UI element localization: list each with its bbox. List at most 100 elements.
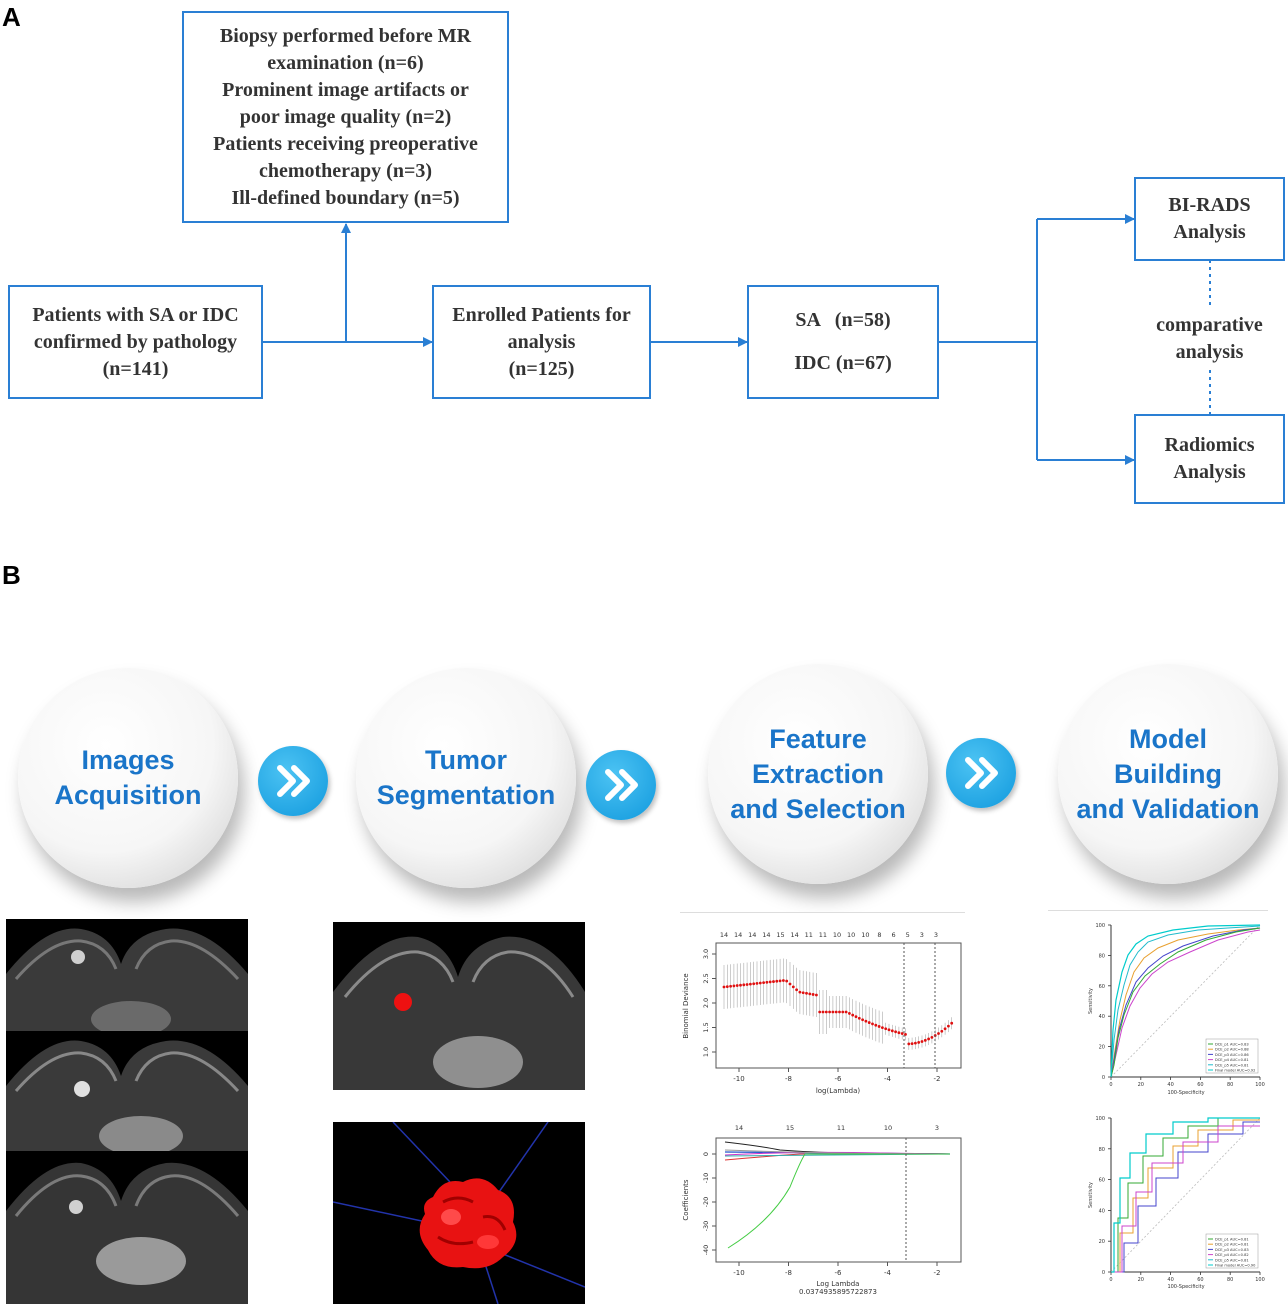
deviance-point <box>950 1021 954 1025</box>
step-label: Building <box>1114 758 1222 789</box>
roc-curve <box>1110 927 1261 1078</box>
top-tick-label: 11 <box>805 931 813 939</box>
deviance-point <box>729 984 732 988</box>
top-tick-label: 3 <box>920 931 924 939</box>
step-model-building: Model Building and Validation <box>1058 664 1278 884</box>
deviance-point <box>818 1010 822 1014</box>
birads-box: BI-RADS Analysis <box>1134 177 1285 261</box>
group-idc: IDC (n=67) <box>794 352 892 374</box>
deviance-point <box>831 1010 835 1014</box>
deviance-point <box>943 1027 947 1031</box>
deviance-point <box>894 1030 897 1034</box>
deviance-point <box>725 985 729 989</box>
flow-connectors <box>262 214 1211 465</box>
tick-label: 100 <box>1255 1277 1265 1283</box>
tick-label: 100 <box>1255 1082 1265 1088</box>
radiomics-line: Radiomics <box>1164 434 1255 456</box>
top-tick-label: 14 <box>762 931 770 939</box>
enrolled-box: Enrolled Patients for analysis (n=125) <box>432 285 651 399</box>
mri-image-phase-1 <box>6 919 248 1031</box>
deviance-error-bars <box>723 958 953 1050</box>
tick-label: 40 <box>1167 1277 1173 1283</box>
legend-entry: DCE_p5 AUC=0.81 <box>1215 1063 1249 1067</box>
deviance-point <box>900 1032 904 1035</box>
deviance-point <box>742 983 746 987</box>
tick-label: 60 <box>1197 1082 1203 1088</box>
tick-label: -20 <box>702 1197 710 1208</box>
step-label: Model <box>1129 723 1207 754</box>
exclusion-line: Biopsy performed before MR <box>219 24 472 47</box>
deviance-point <box>772 980 775 983</box>
legend-entry: DCE_p1 AUC=0.83 <box>1215 1043 1249 1047</box>
comparative-line: comparative <box>1156 314 1263 336</box>
tick-label: 1.0 <box>702 1047 710 1057</box>
deviance-point <box>927 1037 930 1041</box>
step-images-acquisition: Images Acquisition <box>18 668 238 888</box>
deviance-point <box>785 979 789 983</box>
tick-label: -8 <box>785 1269 792 1277</box>
deviance-point <box>923 1038 927 1042</box>
coef-x-ticks: -10-8-6-4-2 <box>733 1262 940 1277</box>
groups-box: SA (n=58) IDC (n=67) <box>747 285 939 399</box>
tick-label: 0 <box>1109 1277 1112 1283</box>
deviance-point <box>867 1021 871 1024</box>
top-tick-label: 10 <box>861 931 869 939</box>
group-sa: SA (n=58) <box>795 309 891 331</box>
roc-train-x-label: 100-Specificity <box>1167 1090 1204 1096</box>
roc-train-y-label: Sensitivity <box>1088 988 1094 1014</box>
comparative-line: analysis <box>1175 341 1244 363</box>
tick-label: -2 <box>934 1269 941 1277</box>
deviance-point <box>765 980 769 984</box>
deviance-point <box>752 982 756 986</box>
deviance-point <box>854 1015 858 1019</box>
step-label: Images <box>81 745 175 775</box>
tick-label: 20 <box>1099 1239 1105 1245</box>
tick-label: 0 <box>1109 1082 1112 1088</box>
deviance-point <box>920 1040 924 1043</box>
coef-y-label: Coefficients <box>682 1179 690 1221</box>
tick-label: -4 <box>884 1269 892 1277</box>
patients-line: confirmed by pathology <box>33 330 238 353</box>
top-tick-label: 14 <box>791 931 799 939</box>
top-tick-label: 3 <box>934 931 938 939</box>
roc-curve <box>1110 924 1261 1078</box>
deviance-point <box>782 979 785 982</box>
panel-a-label: A <box>2 2 21 32</box>
step-label: Acquisition <box>54 780 202 810</box>
tick-label: -30 <box>702 1221 710 1232</box>
radiomics-box: Radiomics Analysis <box>1134 414 1285 504</box>
deviance-point <box>930 1035 934 1039</box>
legend-entry: Final model AUC=0.90 <box>1215 1264 1256 1268</box>
deviance-point <box>824 1010 828 1014</box>
roc-test-y-label: Sensitivity <box>1088 1182 1094 1208</box>
deviance-point <box>815 993 818 997</box>
deviance-point <box>864 1019 868 1023</box>
top-tick-label: 14 <box>720 931 728 939</box>
exclusion-line: Ill-defined boundary (n=5) <box>231 186 460 209</box>
exclusion-line: examination (n=6) <box>267 51 424 74</box>
top-tick-label: 10 <box>884 1124 892 1132</box>
tick-label: 100 <box>1095 1116 1105 1122</box>
tick-label: -2 <box>934 1075 941 1083</box>
deviance-point <box>801 991 805 995</box>
deviance-point <box>758 981 762 985</box>
roc-curve <box>1110 927 1261 1078</box>
chevron-right-icon <box>586 750 656 820</box>
deviance-point <box>871 1022 874 1026</box>
deviance-point <box>808 992 812 996</box>
deviance-points <box>722 979 954 1046</box>
legend-entry: DCE_p4 AUC=0.82 <box>1215 1253 1249 1257</box>
deviance-point <box>857 1016 861 1020</box>
deviance-point <box>861 1018 864 1022</box>
deviance-point <box>947 1024 950 1028</box>
patients-line: Patients with SA or IDC <box>32 303 239 326</box>
comparative-label: comparative analysis <box>1134 312 1285 366</box>
deviance-point <box>881 1026 884 1030</box>
coef-path <box>727 1153 950 1249</box>
patients-box: Patients with SA or IDC confirmed by pat… <box>8 285 263 399</box>
top-tick-label: 14 <box>748 931 756 939</box>
